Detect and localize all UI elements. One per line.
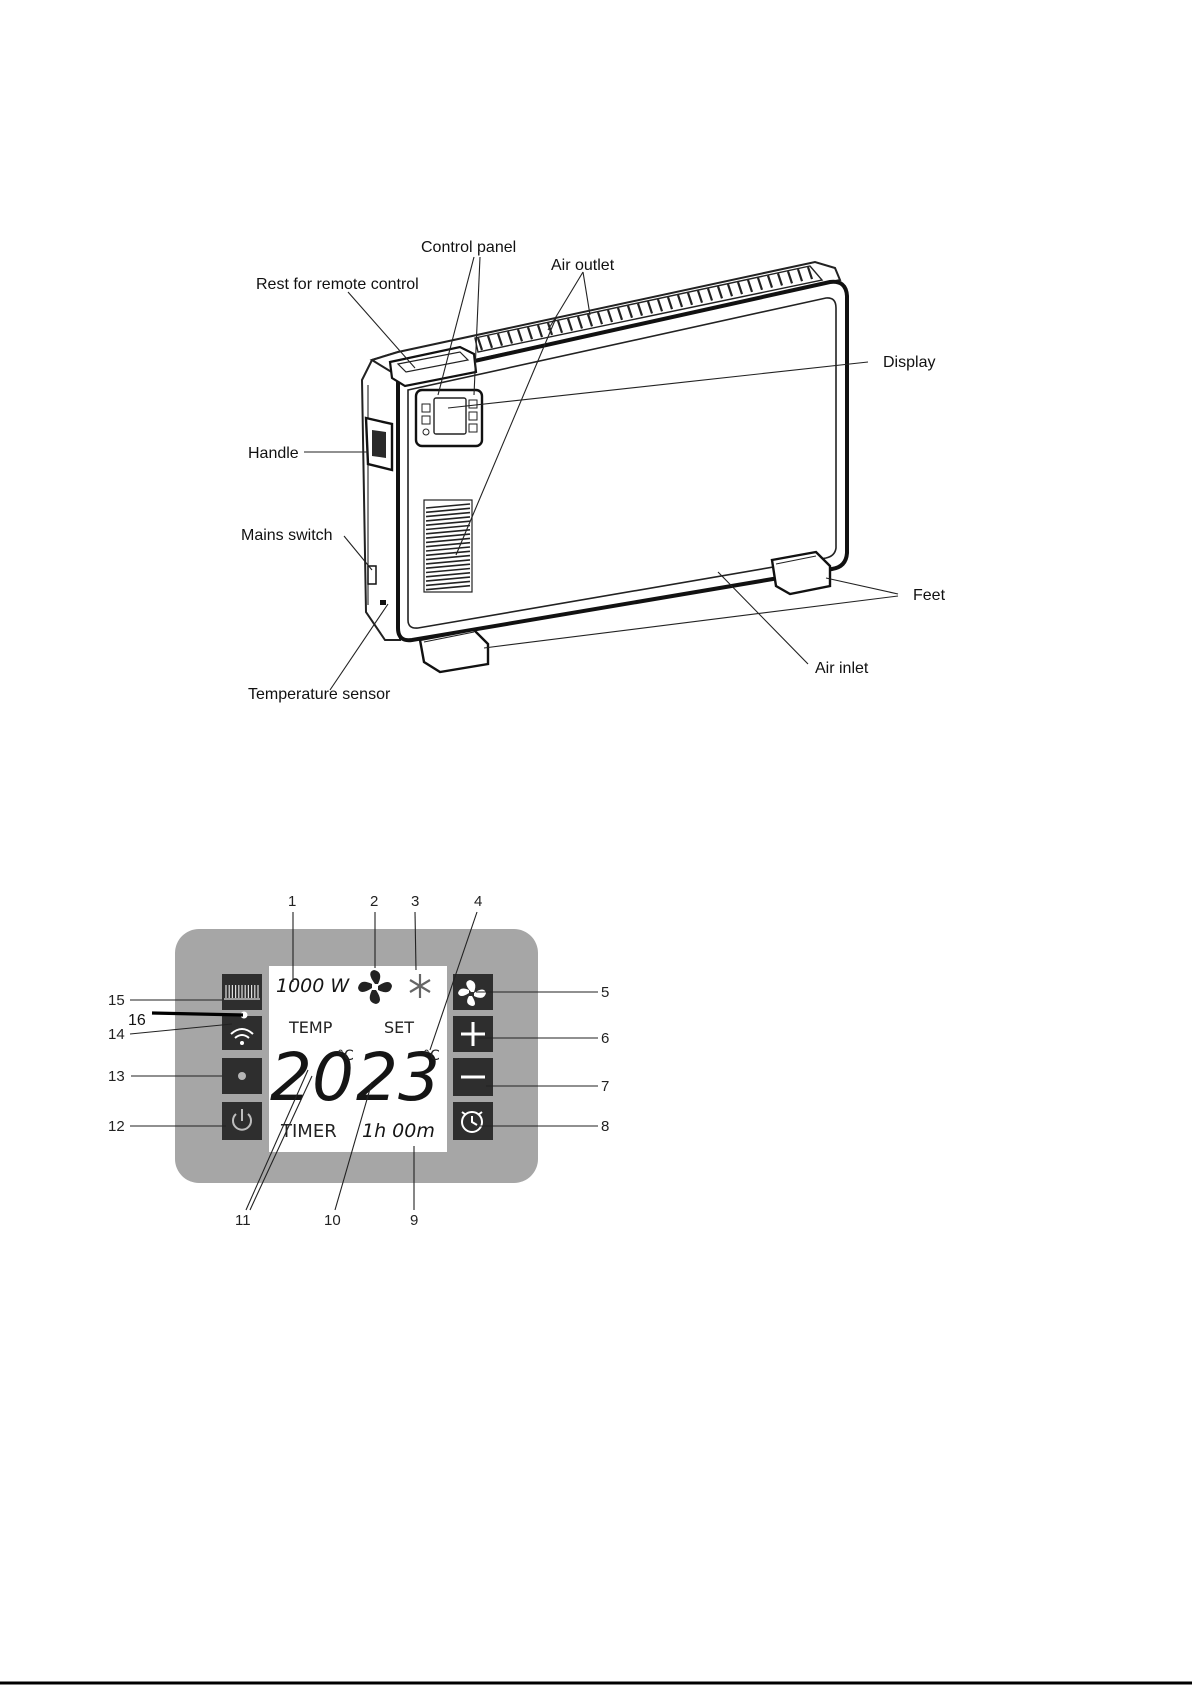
temperature-sensor — [380, 600, 386, 605]
callout-1: 1 — [288, 893, 296, 910]
temp-label: TEMP — [288, 1018, 333, 1037]
timer-label: TIMER — [280, 1121, 337, 1142]
callout-11: 11 — [235, 1212, 251, 1229]
label-display: Display — [883, 354, 935, 371]
callout-9: 9 — [410, 1212, 418, 1229]
callout-5: 5 — [601, 984, 609, 1001]
wifi-button-dot-icon — [238, 1072, 246, 1080]
control-panel-diagram: 1000 W TEMP SET 20 °C 23 °C TIMER 1h 00m — [108, 893, 609, 1229]
label-control-panel: Control panel — [421, 239, 516, 256]
label-rest-remote: Rest for remote control — [256, 276, 419, 293]
heater-illustration: Control panel Air outlet Rest for remote… — [241, 239, 946, 703]
callout-8: 8 — [601, 1118, 609, 1135]
power-readout: 1000 W — [276, 975, 350, 997]
current-temp-unit: °C — [337, 1048, 354, 1064]
callout-10: 10 — [324, 1212, 341, 1229]
set-label: SET — [384, 1018, 414, 1037]
right-foot — [772, 552, 830, 594]
callout-13: 13 — [108, 1068, 125, 1085]
callout-12: 12 — [108, 1118, 125, 1135]
callout-16: 16 — [128, 1012, 146, 1029]
callout-4: 4 — [474, 893, 482, 910]
label-air-outlet: Air outlet — [551, 257, 615, 274]
heating-element-icon — [224, 985, 260, 999]
mains-switch — [368, 566, 376, 584]
label-air-inlet: Air inlet — [815, 660, 869, 677]
label-temp-sensor: Temperature sensor — [248, 686, 391, 703]
front-control-panel — [416, 390, 482, 446]
callout-6: 6 — [601, 1030, 609, 1047]
label-mains-switch: Mains switch — [241, 527, 333, 544]
callout-2: 2 — [370, 893, 378, 910]
timer-value: 1h 00m — [362, 1120, 435, 1142]
callout-3: 3 — [411, 893, 419, 910]
callout-7: 7 — [601, 1078, 609, 1095]
set-temp-unit: °C — [423, 1048, 440, 1064]
callout-15: 15 — [108, 992, 125, 1009]
handle — [366, 418, 392, 470]
label-feet: Feet — [913, 587, 946, 604]
callout-14: 14 — [108, 1026, 125, 1043]
label-handle: Handle — [248, 445, 299, 462]
